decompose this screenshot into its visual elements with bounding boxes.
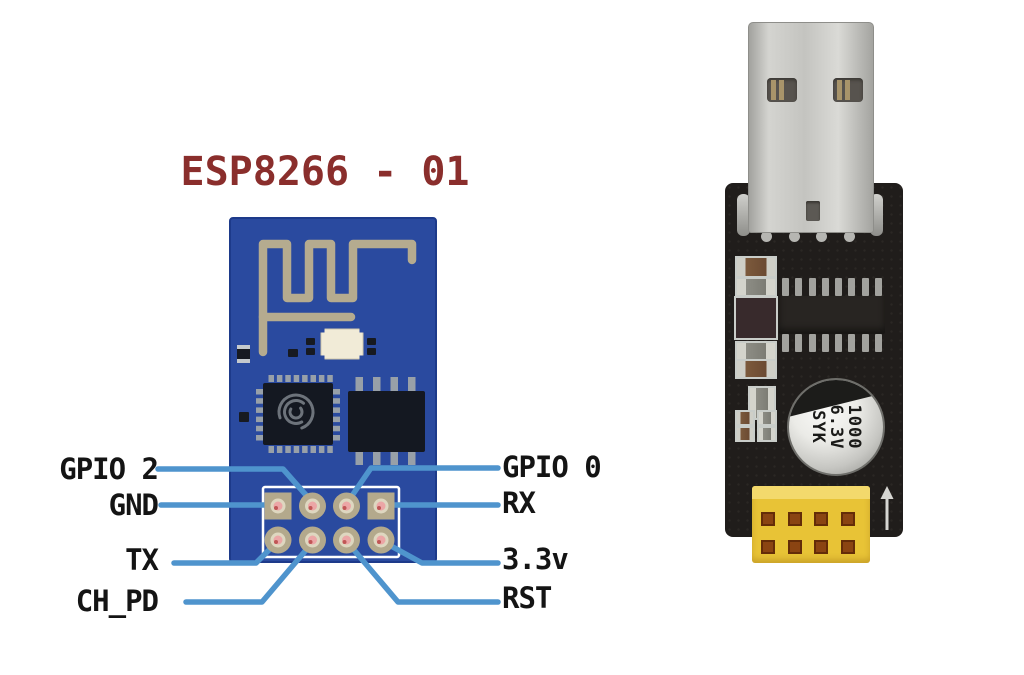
crystal-oscillator: [317, 325, 367, 363]
pin-label-tx: TX: [125, 543, 159, 577]
capacitor-marking-line2: 6.3V: [826, 404, 846, 450]
usb-contact-pin: [779, 80, 784, 100]
pin-header-pins: [264, 492, 395, 554]
usb-serial-ic: [779, 278, 885, 352]
wire-chpd: [183, 540, 315, 605]
esp8266-pinout-diagram: [155, 217, 501, 605]
header-hole: [761, 512, 775, 526]
usb-mount-lug: [737, 194, 750, 236]
usb-contact-pin: [837, 80, 842, 100]
pin-label-3v3: 3.3v: [502, 542, 569, 576]
smd-component: [735, 426, 755, 442]
flash-memory-chip: [348, 377, 425, 465]
module-smd-components: [237, 338, 376, 422]
ic-legs-top: [779, 278, 885, 296]
header-hole: [841, 512, 855, 526]
pcb-antenna-trace-icon: [258, 239, 417, 357]
pin-label-gnd: GND: [108, 488, 159, 522]
smd-component: [757, 410, 777, 426]
usb-shell-hole: [806, 201, 820, 221]
usb-contact-pin: [771, 80, 776, 100]
wire-3v3: [379, 538, 501, 566]
smd-resistor: [735, 359, 777, 379]
pin-label-rst: RST: [502, 581, 552, 615]
smd-component: [734, 296, 778, 340]
solder-pad: [844, 231, 855, 242]
header-hole: [788, 512, 802, 526]
header-hole: [788, 540, 802, 554]
usb-contact-window: [767, 78, 797, 102]
usb-a-connector: [748, 22, 874, 233]
smd-component: [735, 410, 755, 426]
usb-adapter-pcb: 1000 6.3V SYK: [725, 183, 903, 537]
smd-resistor: [735, 277, 777, 297]
ic-body: [779, 296, 885, 334]
capacitor-marking: 1000 6.3V SYK: [789, 380, 883, 474]
pin-label-gpio2: GPIO 2: [59, 452, 159, 486]
pin-label-gpio0: GPIO 0: [502, 450, 602, 484]
solder-pad: [816, 231, 827, 242]
solder-pad: [789, 231, 800, 242]
pin-header-outline: [261, 485, 401, 559]
usb-contact-pin: [845, 80, 850, 100]
header-hole: [761, 540, 775, 554]
header-hole: [814, 540, 828, 554]
electrolytic-capacitor: 1000 6.3V SYK: [787, 378, 885, 476]
espressif-logo-icon: [277, 393, 315, 431]
capacitor-marking-line3: SYK: [808, 410, 828, 444]
wire-rst: [345, 540, 501, 605]
ic-legs-bottom: [779, 334, 885, 352]
smd-component: [757, 426, 777, 442]
header-hole: [814, 512, 828, 526]
solder-pad: [761, 231, 772, 242]
esp8266-soc-chip: [256, 375, 340, 453]
smd-resistor: [735, 341, 777, 361]
header-hole: [841, 540, 855, 554]
pin-label-rx: RX: [502, 486, 536, 520]
pin-label-chpd: CH_PD: [75, 584, 159, 618]
header-top-face: [752, 486, 870, 499]
smd-resistor: [735, 256, 777, 278]
usb-contact-window: [833, 78, 863, 102]
arrow-up-icon: [880, 486, 894, 530]
page-title: ESP8266 - 01: [180, 149, 470, 195]
wire-gpio2: [155, 466, 316, 506]
wire-gpio0: [344, 465, 501, 506]
pin-pads-round: [264, 492, 395, 554]
esp01-header-socket: [752, 486, 870, 563]
capacitor-marking-line1: 1000: [844, 404, 864, 450]
